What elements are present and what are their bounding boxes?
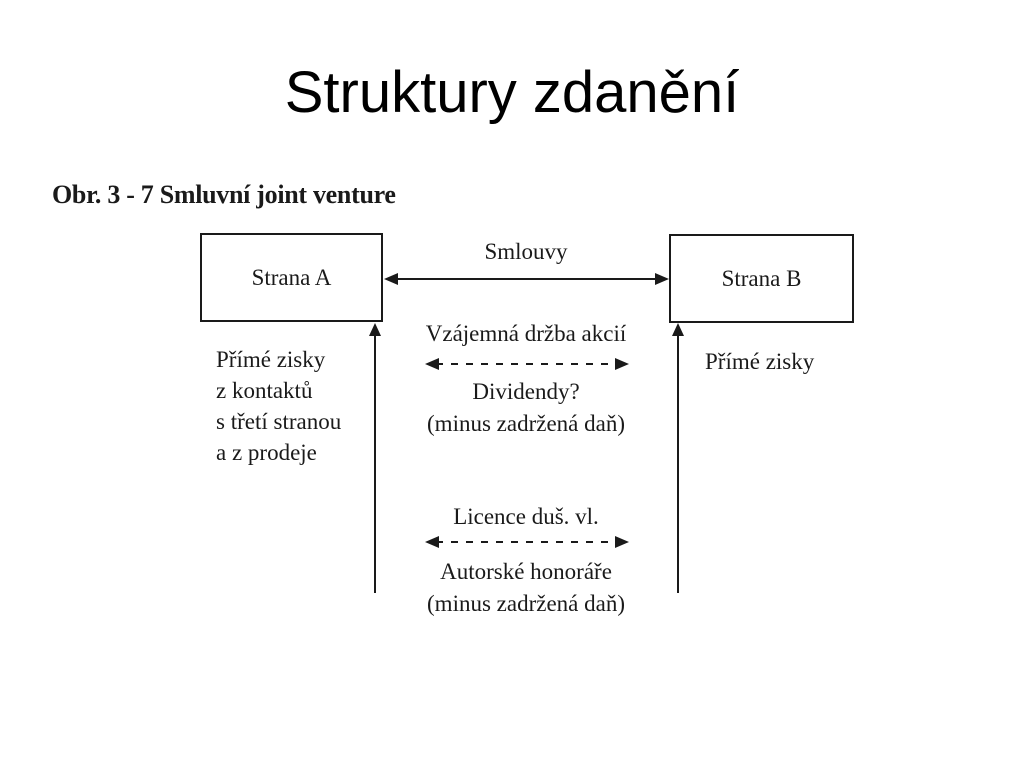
royalties-label: Autorské honoráře — [440, 559, 612, 584]
party-a-profits-line: a z prodeje — [216, 440, 317, 465]
shareholding-arrow — [425, 358, 629, 370]
party-a-profits-line: z kontaktů — [216, 378, 313, 403]
party-a-label: Strana A — [251, 264, 332, 290]
party-a-profits-line: Přímé zisky — [216, 347, 326, 372]
licence-label: Licence duš. vl. — [453, 504, 599, 529]
party-b-profits: Přímé zisky — [705, 349, 815, 374]
figure-caption: Obr. 3 - 7 Smluvní joint venture — [52, 180, 396, 209]
profits-b-arrow — [672, 323, 684, 593]
contracts-arrow — [384, 273, 669, 285]
profits-a-arrow — [369, 323, 381, 593]
party-a-profits: Přímé zisky z kontaktů s třetí stranou a… — [216, 344, 341, 468]
party-a-profits-line: s třetí stranou — [216, 409, 342, 434]
party-b-label: Strana B — [721, 265, 802, 291]
slide-title: Struktury zdanění — [284, 60, 740, 125]
contracts-label: Smlouvy — [484, 239, 568, 264]
party-b-box: Strana B — [669, 234, 854, 323]
royalties-note: (minus zadržená daň) — [427, 591, 625, 616]
licence-arrow — [425, 536, 629, 548]
dividends-note: (minus zadržená daň) — [427, 411, 625, 436]
mutual-holding-label: Vzájemná držba akcií — [425, 321, 627, 346]
dividends-label: Dividendy? — [472, 379, 580, 404]
party-a-box: Strana A — [200, 233, 383, 322]
